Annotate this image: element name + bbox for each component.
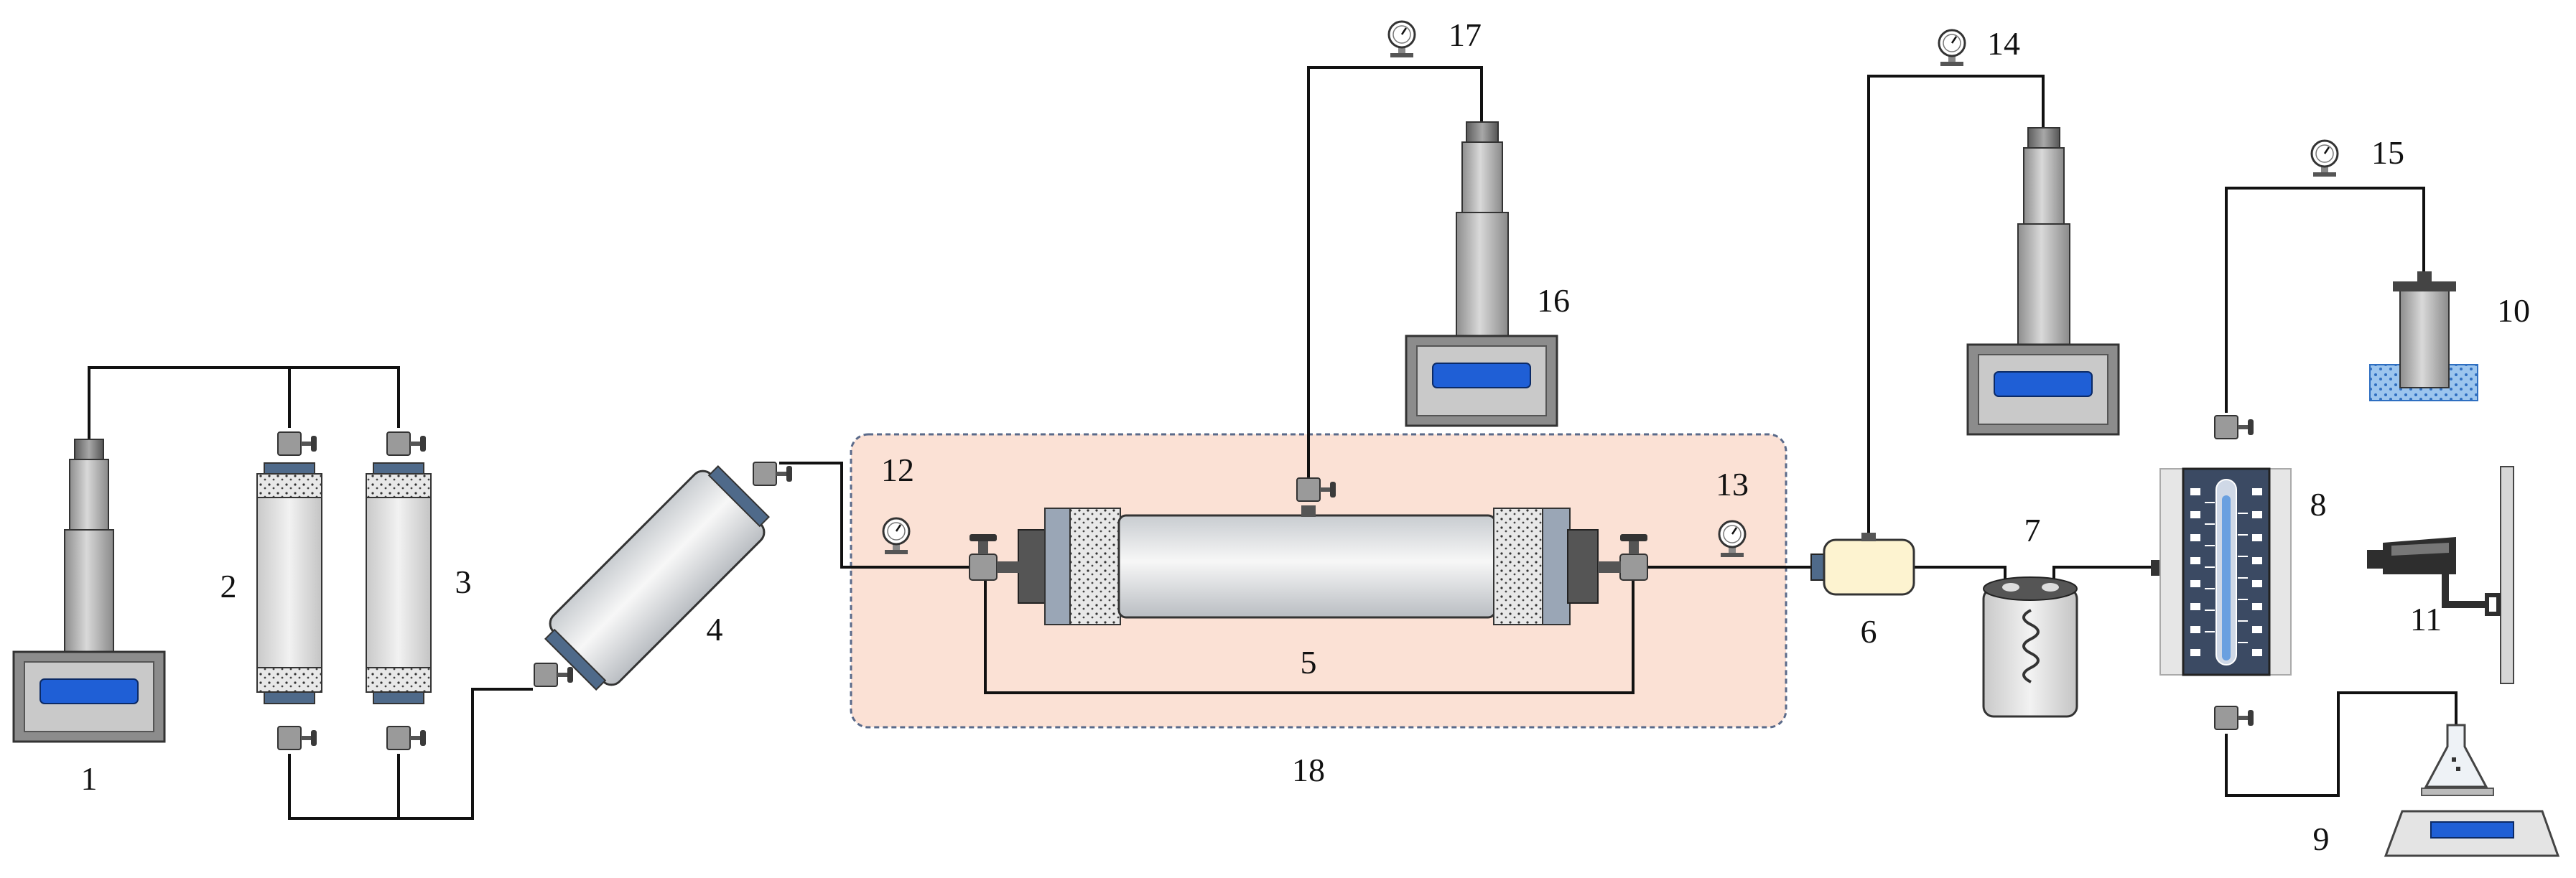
pressure-gauge-icon-17 [1387, 20, 1416, 59]
label-13: 13 [1716, 466, 1749, 503]
intermediate-container-4 [544, 465, 770, 691]
label-1: 1 [81, 760, 98, 797]
inlet-valve [969, 534, 1020, 581]
injection-pump-1 [12, 439, 166, 743]
label-15: 15 [2371, 134, 2404, 171]
label-7: 7 [2024, 512, 2041, 548]
label-3: 3 [455, 564, 472, 600]
label-5: 5 [1301, 644, 1317, 681]
label-2: 2 [220, 568, 237, 604]
separator-7 [1982, 576, 2078, 718]
sand-cylinder-3 [366, 431, 432, 750]
label-18: 18 [1292, 752, 1325, 788]
label-4: 4 [707, 611, 723, 648]
label-9: 9 [2313, 821, 2330, 857]
label-14: 14 [1987, 25, 2020, 62]
label-11: 11 [2410, 601, 2442, 638]
outlet-valve [1598, 534, 1648, 581]
water-bath-container-10 [2369, 271, 2478, 401]
piping [88, 66, 2458, 820]
label-12: 12 [881, 452, 914, 488]
visual-micromodel-8 [2151, 467, 2292, 676]
pump-16 [1405, 121, 1558, 427]
pressure-gauge-icon-14 [1938, 29, 1966, 67]
pressure-gauge-icon-15 [2310, 139, 2339, 178]
label-17: 17 [1449, 17, 1482, 53]
label-8: 8 [2310, 486, 2327, 523]
sand-cylinder-2 [256, 431, 322, 750]
core-holder-5 [1018, 505, 1599, 625]
component-labels: 1 2 3 4 5 6 7 8 9 10 11 12 13 14 15 16 1… [81, 17, 2531, 857]
label-6: 6 [1861, 613, 1877, 650]
filter-6 [1810, 533, 1915, 596]
label-10: 10 [2497, 292, 2530, 329]
label-16: 16 [1537, 282, 1570, 319]
balance-with-flask-9 [2384, 724, 2560, 857]
camera-icon [2367, 466, 2514, 684]
pump-14 [1966, 127, 2120, 436]
